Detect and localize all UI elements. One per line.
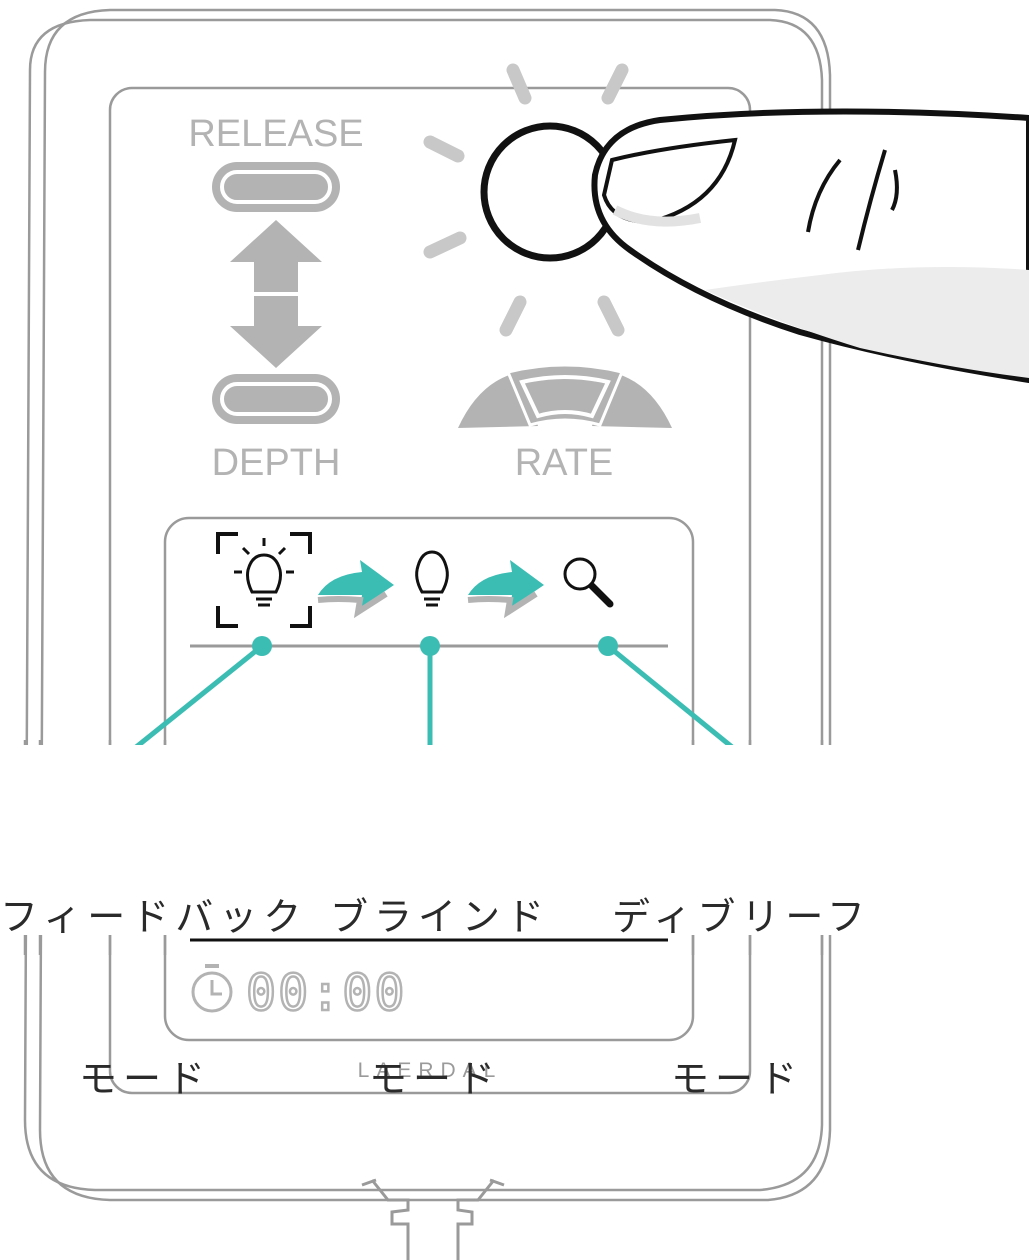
release-label: RELEASE	[188, 113, 363, 155]
mode-arrow-2	[468, 560, 544, 608]
rate-light-rays	[423, 63, 629, 337]
mode-label-blind: ブラインド モード	[330, 782, 551, 1160]
mode-label-debrief-line2: モード	[670, 1057, 803, 1101]
lightbulb-glow-icon	[216, 532, 312, 628]
timer-readout: 00:00	[246, 964, 407, 1022]
depth-pill	[212, 374, 340, 424]
release-pill	[212, 162, 340, 212]
brand-logo-text: LAERDAL	[358, 1059, 503, 1082]
mode-label-debrief-line1: ディブリーフ	[612, 895, 872, 939]
depth-label: DEPTH	[212, 442, 341, 484]
down-arrow-icon	[230, 296, 322, 368]
magnifier-icon	[563, 557, 614, 608]
device-casing-front	[38, 8, 832, 1202]
lightbulb-icon	[415, 550, 449, 607]
up-arrow-icon	[230, 220, 322, 292]
device-face	[108, 86, 752, 1095]
mode-label-blind-line2: モード	[368, 1057, 501, 1101]
cable-connector	[361, 1178, 505, 1260]
rate-gauge-center	[505, 363, 625, 427]
mode-label-feedback-line2: モード	[78, 1057, 211, 1101]
mode-label-feedback: フィードバック モード	[0, 782, 308, 1160]
mode-label-feedback-line1: フィードバック	[0, 895, 308, 939]
stopwatch-icon	[191, 964, 233, 1013]
rate-label: RATE	[515, 442, 614, 484]
device-casing-back	[23, 18, 824, 1192]
mode-label-blind-line1: ブラインド	[330, 895, 551, 939]
mode-label-debrief: ディブリーフ モード	[612, 782, 872, 1160]
mode-arrow-1	[318, 560, 394, 608]
